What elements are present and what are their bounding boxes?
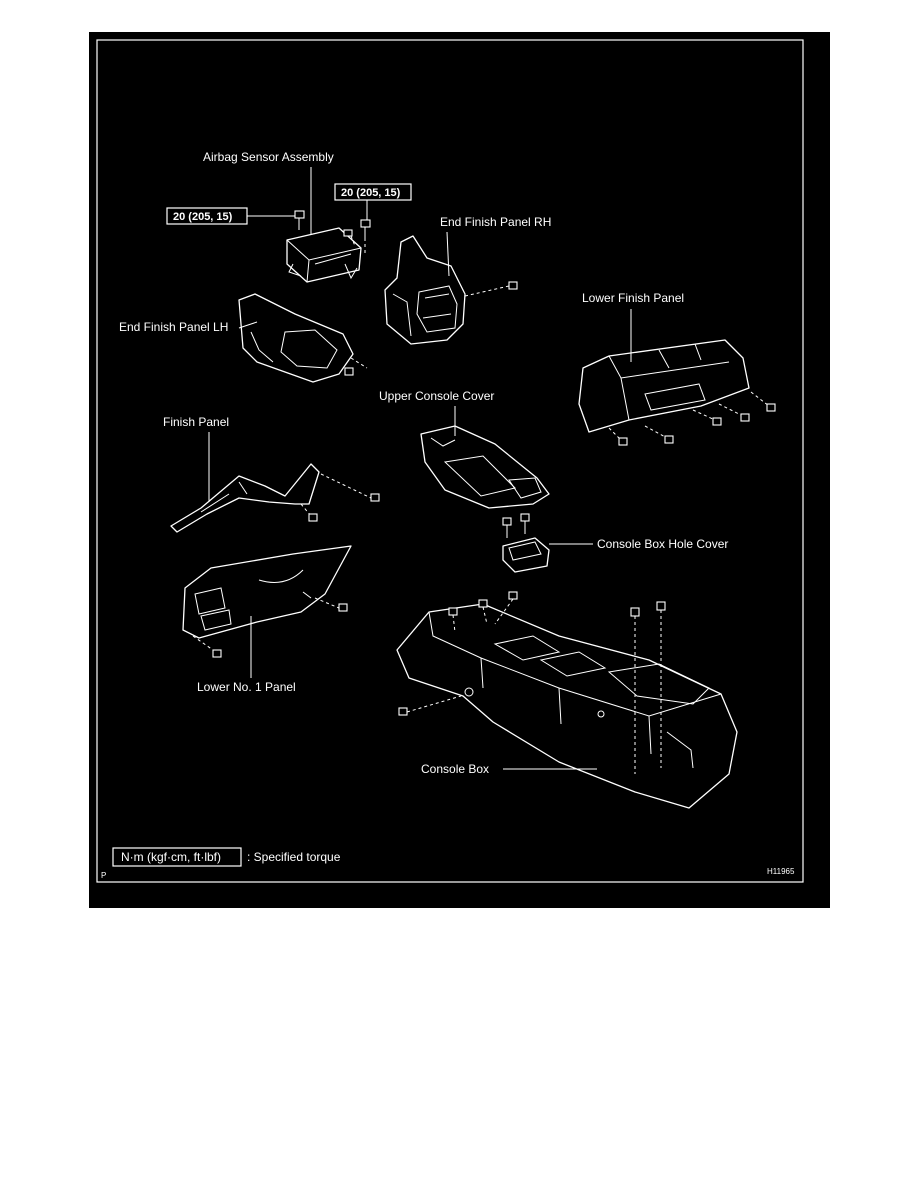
lower-no1-panel [182, 545, 352, 639]
end-finish-rh-label: End Finish Panel RH [440, 215, 551, 229]
end-finish-lh-label: End Finish Panel LH [119, 320, 228, 334]
torque-box-right [334, 183, 412, 201]
bolt-right-pair [343, 219, 371, 254]
console-box-screws [398, 591, 666, 774]
end-finish-panel-rh [384, 235, 466, 345]
legend-unit-box [112, 847, 242, 867]
lower-finish-screws [608, 391, 776, 446]
diagram-canvas: Airbag Sensor Assembly 20 (205, 15) 20 (… [96, 39, 804, 883]
lower-no1-screw-b [212, 649, 222, 658]
finish-panel [170, 463, 320, 533]
finish-panel-screw-b [308, 513, 318, 522]
torque-value-right: 20 (205, 15) [341, 187, 401, 199]
console-box-hole-cover [502, 537, 550, 573]
finish-panel-label: Finish Panel [163, 415, 229, 429]
lower-no1-label: Lower No. 1 Panel [197, 680, 296, 694]
lower-no1-screw-lines [192, 597, 340, 651]
rh-screw-line [464, 285, 510, 297]
upper-console-cover [420, 425, 550, 509]
airbag-sensor-label: Airbag Sensor Assembly [203, 150, 334, 164]
page-letter: P [101, 871, 106, 880]
torque-value-left: 20 (205, 15) [173, 211, 233, 223]
console-box [396, 603, 738, 809]
end-finish-panel-lh [238, 293, 354, 383]
lh-screw-line [350, 357, 368, 369]
lower-no1-screw-a [338, 603, 348, 612]
hole-cover-screws [502, 513, 530, 538]
end-finish-rh-leader [446, 231, 450, 277]
bolt-left [294, 210, 305, 230]
hole-cover-label: Console Box Hole Cover [597, 537, 728, 551]
console-box-label: Console Box [421, 762, 489, 776]
lower-finish-label: Lower Finish Panel [582, 291, 684, 305]
inner-frame [96, 39, 804, 883]
lower-finish-panel [578, 339, 750, 433]
legend-unit: N·m (kgf·cm, ft·lbf) [121, 850, 221, 864]
airbag-sensor-assembly [286, 227, 362, 283]
legend-text: : Specified torque [247, 850, 341, 864]
exploded-parts-diagram: Airbag Sensor Assembly 20 (205, 15) 20 (… [89, 32, 830, 908]
end-finish-lh-leader [238, 321, 258, 329]
upper-console-label: Upper Console Cover [379, 389, 494, 403]
finish-panel-screw-a [370, 493, 380, 502]
figure-code: H11965 [767, 867, 795, 876]
rh-screw [508, 281, 518, 290]
lh-screw [344, 367, 354, 376]
